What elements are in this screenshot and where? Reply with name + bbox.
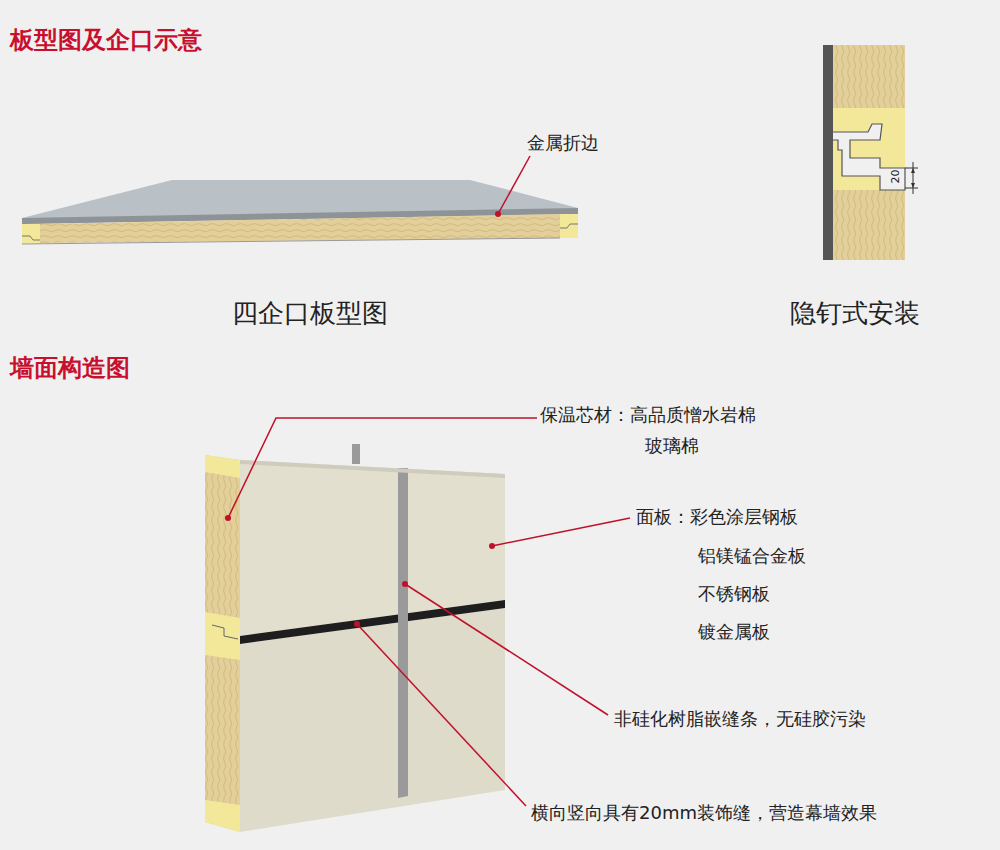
callout-label: 不锈钢板 [698,583,770,605]
callout-label: 横向竖向具有20mm装饰缝，营造幕墙效果 [531,802,877,824]
wall-construction [205,444,505,832]
figure-caption: 四企口板型图 [232,298,388,329]
concealed-joint-detail [823,45,918,260]
figure-caption: 隐钉式安装 [790,298,920,329]
callout-label: 铝镁锰合金板 [698,545,806,567]
callout-label: 保温芯材：高品质憎水岩棉 [540,404,756,426]
section-heading: 板型图及企口示意 [10,26,202,55]
section-heading: 墙面构造图 [10,354,130,383]
callout-label: 玻璃棉 [645,435,699,457]
dimension: 20 [889,170,902,184]
four-tongue-panel [22,180,578,244]
callout-label: 面板：彩色涂层钢板 [636,506,798,528]
callout-label: 非硅化树脂嵌缝条，无硅胶污染 [614,708,866,730]
callout-label: 金属折边 [527,132,599,154]
callout-label: 镀金属板 [698,621,770,643]
